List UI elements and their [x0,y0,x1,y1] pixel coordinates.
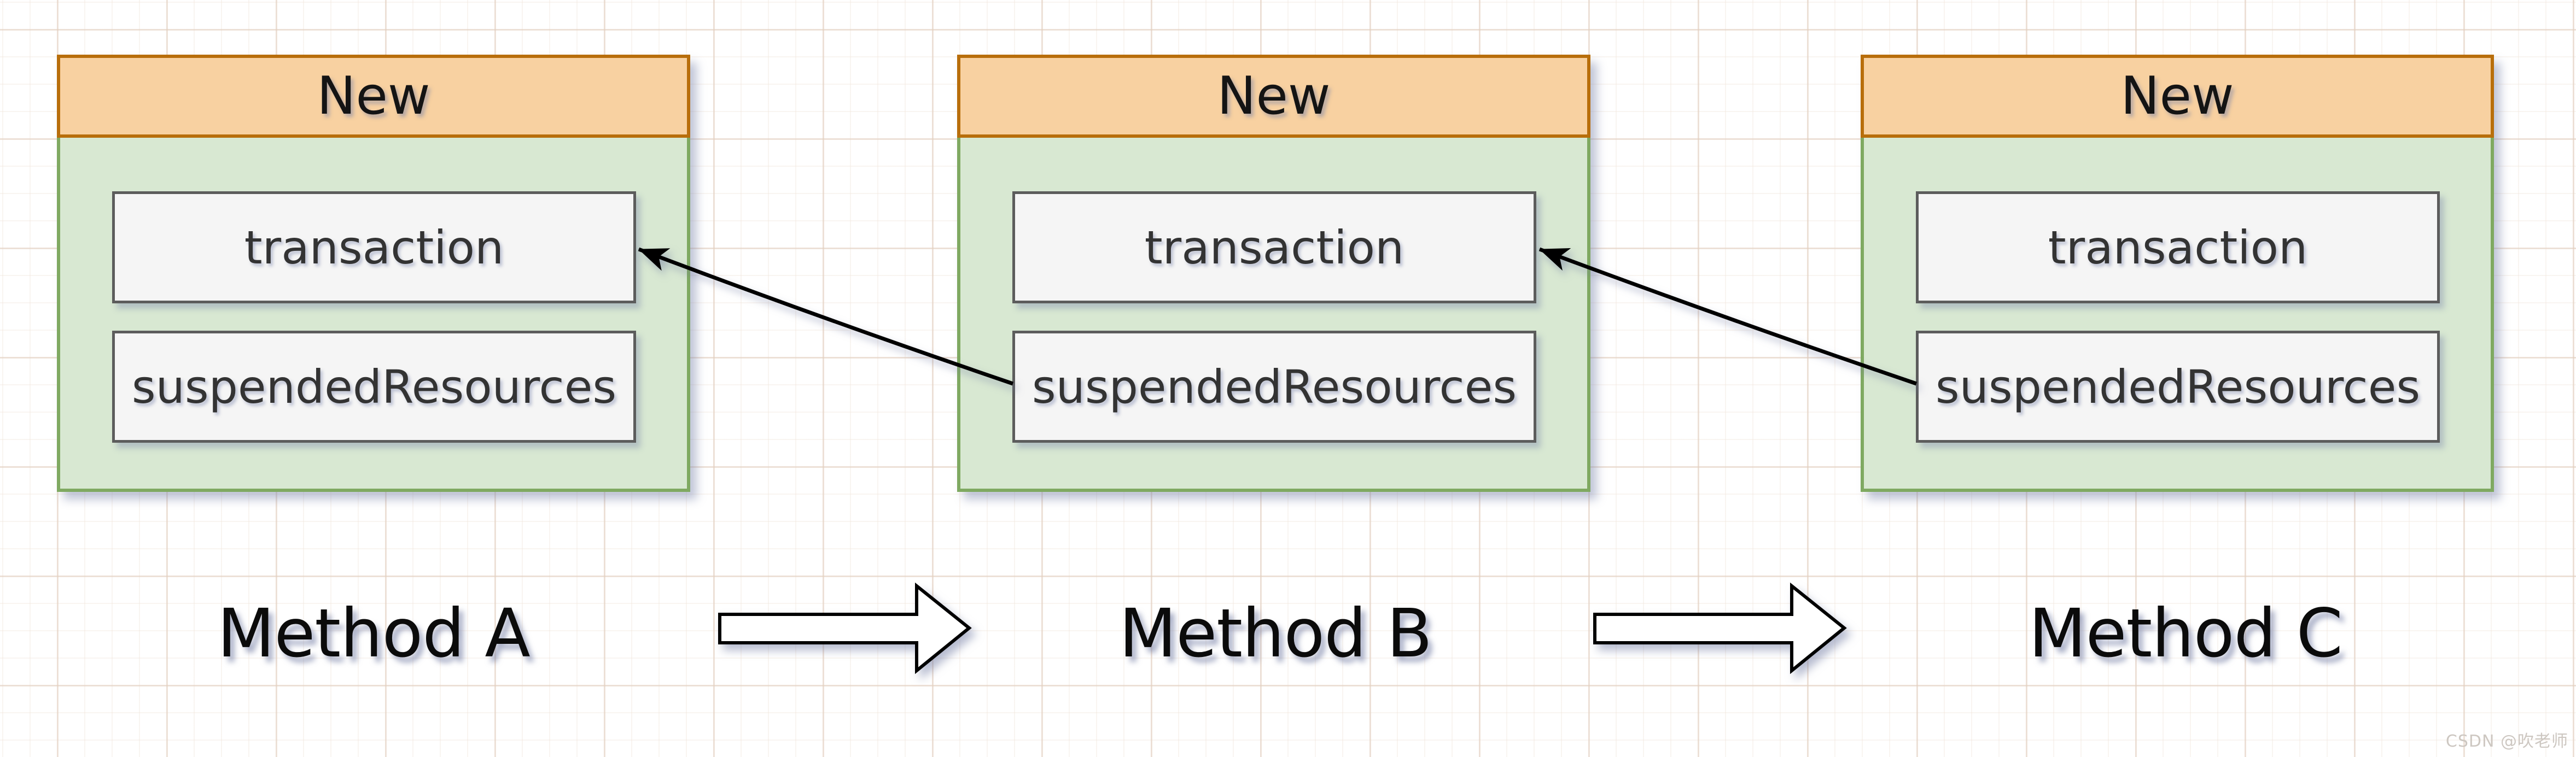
class-box-b: New transaction suspendedResources [957,55,1590,492]
class-box-a: New transaction suspendedResources [57,55,690,492]
method-b-label: Method B [1118,595,1432,672]
class-box-a-field-transaction: transaction [112,191,636,303]
method-c-label: Method C [2029,595,2343,672]
class-box-b-header: New [957,55,1590,138]
class-box-c: New transaction suspendedResources [1861,55,2494,492]
class-box-b-field-transaction: transaction [1012,191,1536,303]
flow-arrow-b-to-c [1593,582,1847,674]
method-a-label: Method A [217,595,531,672]
class-box-c-field-suspendedresources: suspendedResources [1916,331,2440,443]
class-box-b-field-suspendedresources: suspendedResources [1012,331,1536,443]
class-box-c-header: New [1861,55,2494,138]
class-box-a-field-suspendedresources: suspendedResources [112,331,636,443]
class-box-a-header: New [57,55,690,138]
connector-arrow-c-to-b [1538,247,1918,386]
class-box-c-field-transaction: transaction [1916,191,2440,303]
flow-arrow-a-to-b [718,582,972,674]
watermark: CSDN @吹老师 [2445,732,2568,751]
